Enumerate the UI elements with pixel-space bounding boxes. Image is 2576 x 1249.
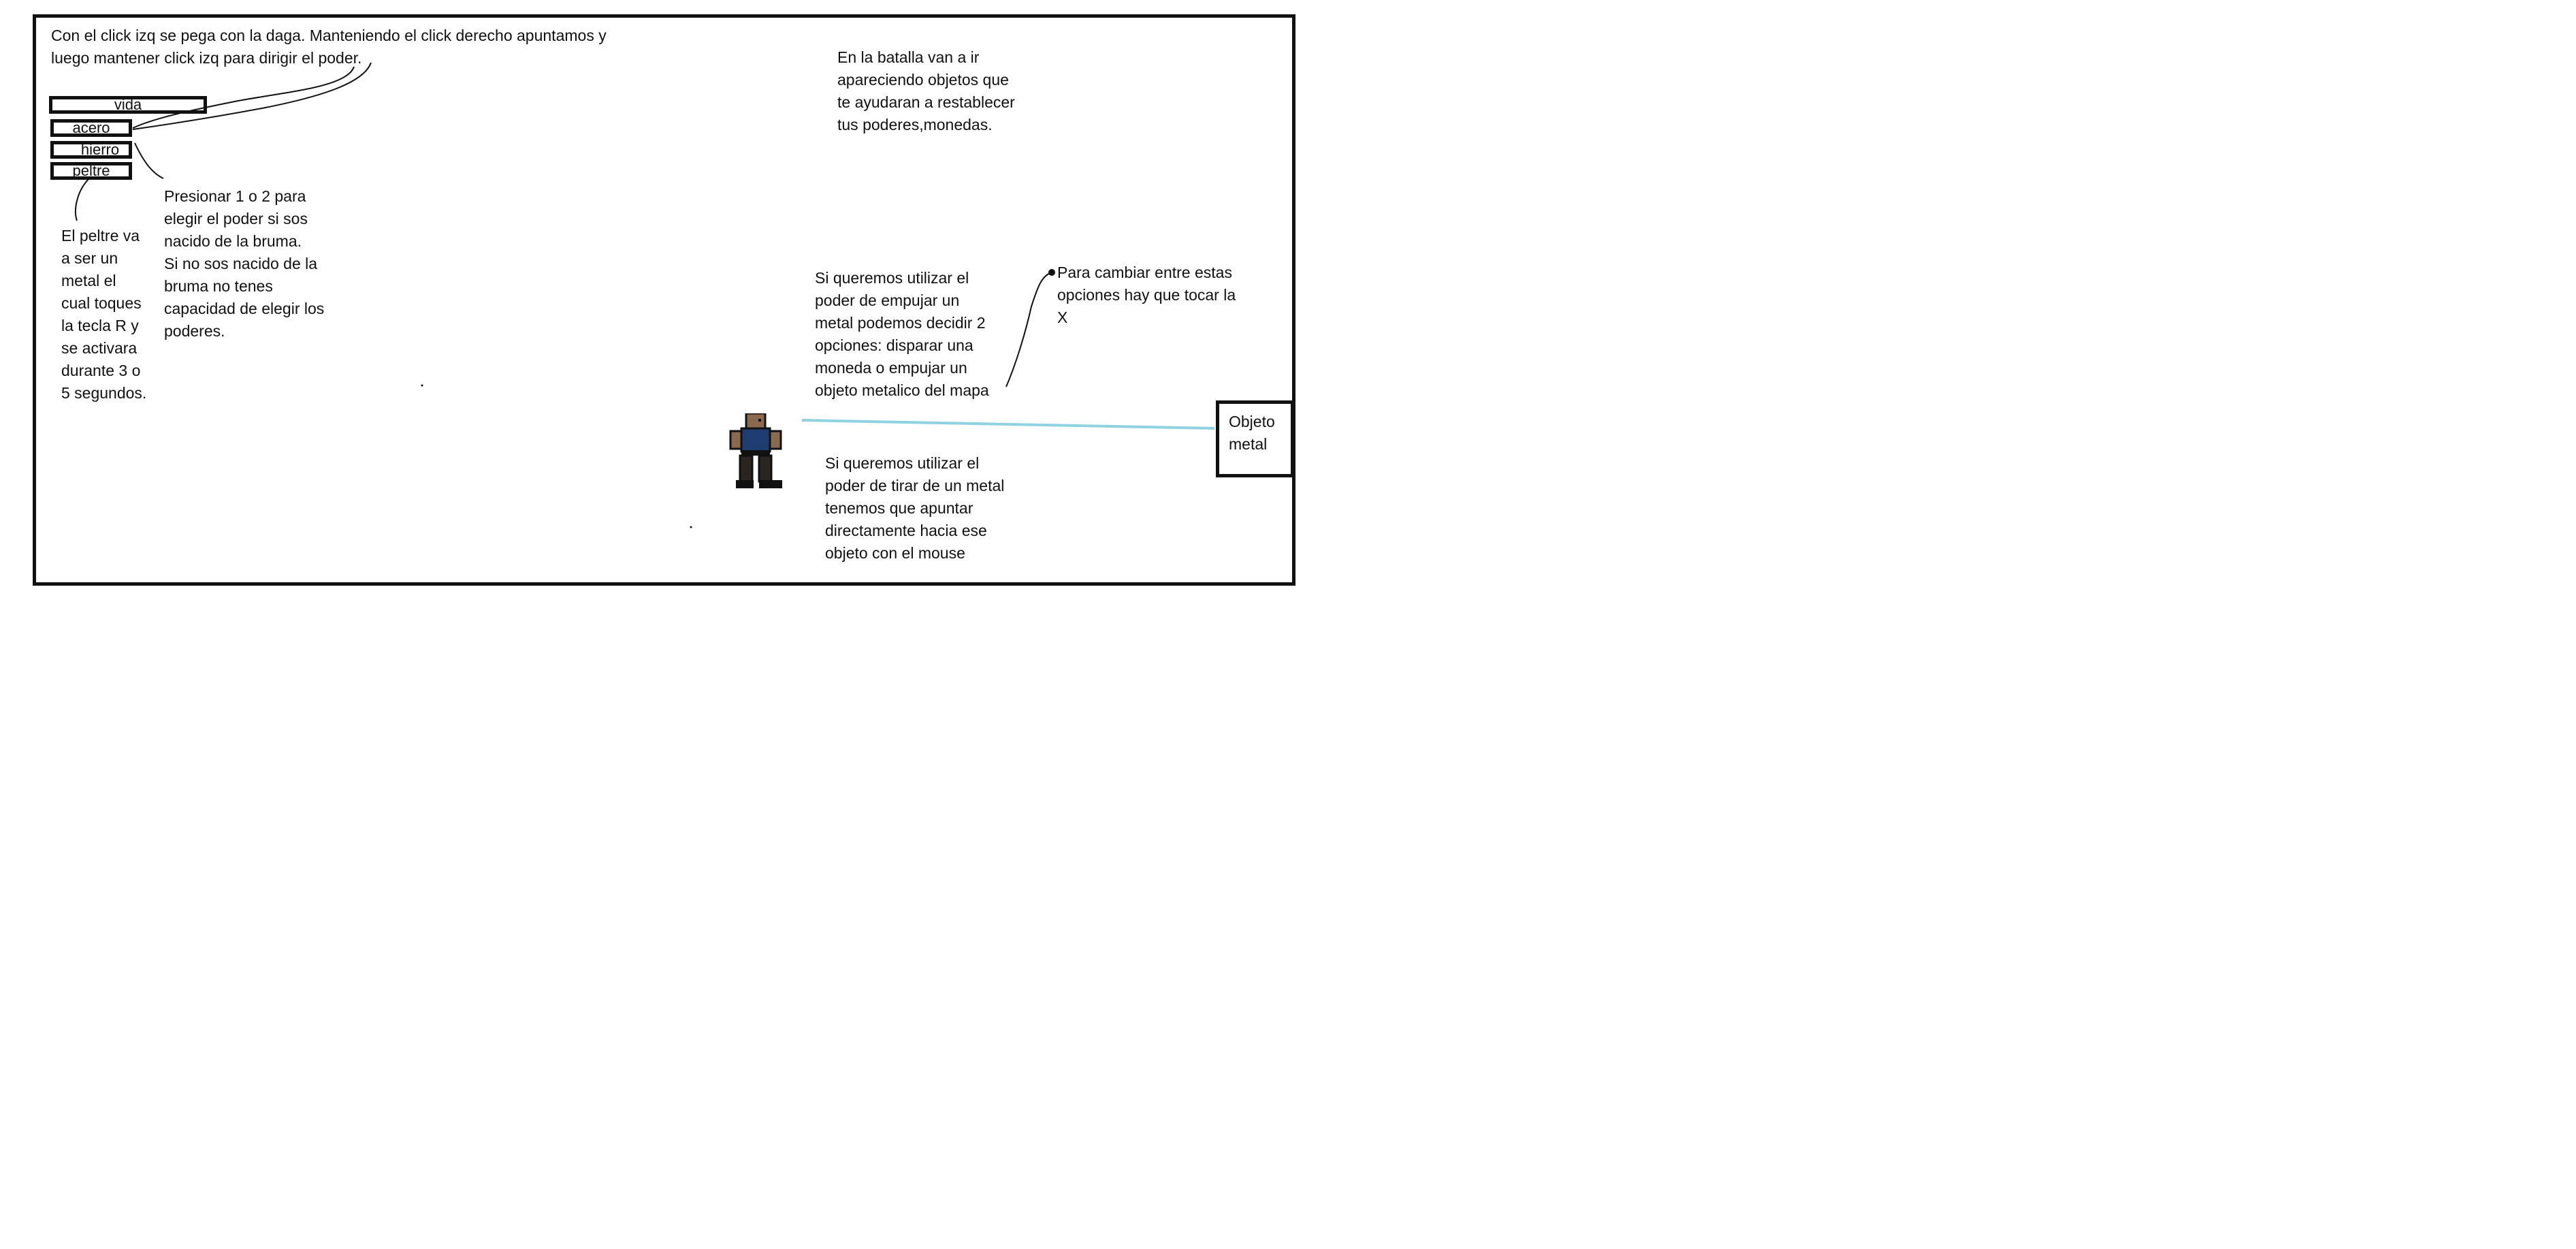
player-arm-left: [729, 430, 743, 450]
player-head: [745, 413, 767, 430]
health-bar-label: vida: [114, 96, 142, 113]
player-belt: [741, 450, 770, 456]
push-metal-note: Si queremos utilizar el poder de empujar…: [815, 269, 989, 399]
pull-metal-note: Si queremos utilizar el poder de tirar d…: [825, 454, 1005, 562]
player-boot-right: [759, 480, 782, 488]
peltre-note: El peltre va a ser un metal el cual toqu…: [61, 227, 147, 402]
iron-bar-label: hierro: [80, 141, 120, 158]
player-eye: [758, 419, 761, 422]
player-boot-left: [736, 480, 754, 488]
player-leg-left: [739, 454, 754, 483]
player-character[interactable]: [726, 413, 788, 492]
steel-bar-label: acero: [72, 119, 110, 136]
pewter-bar-label: peltre: [72, 162, 110, 179]
player-leg-right: [758, 454, 773, 483]
switch-options-note: Para cambiar entre estas opciones hay qu…: [1057, 264, 1236, 326]
pewter-bar: peltre: [50, 162, 132, 180]
metal-object[interactable]: Objeto metal: [1216, 400, 1294, 477]
battle-items-note: En la batalla van a ir apareciendo objet…: [837, 48, 1015, 133]
choose-power-note: Presionar 1 o 2 para elegir el poder si …: [164, 187, 325, 340]
iron-bar: hierro: [50, 141, 132, 159]
player-body: [740, 427, 771, 453]
steel-bar: acero: [50, 119, 132, 137]
player-arm-right: [769, 430, 782, 450]
health-bar: vida: [49, 96, 207, 114]
metal-object-label: Objeto metal: [1229, 413, 1275, 453]
controls-instruction-text: Con el click izq se pega con la daga. Ma…: [51, 27, 607, 67]
